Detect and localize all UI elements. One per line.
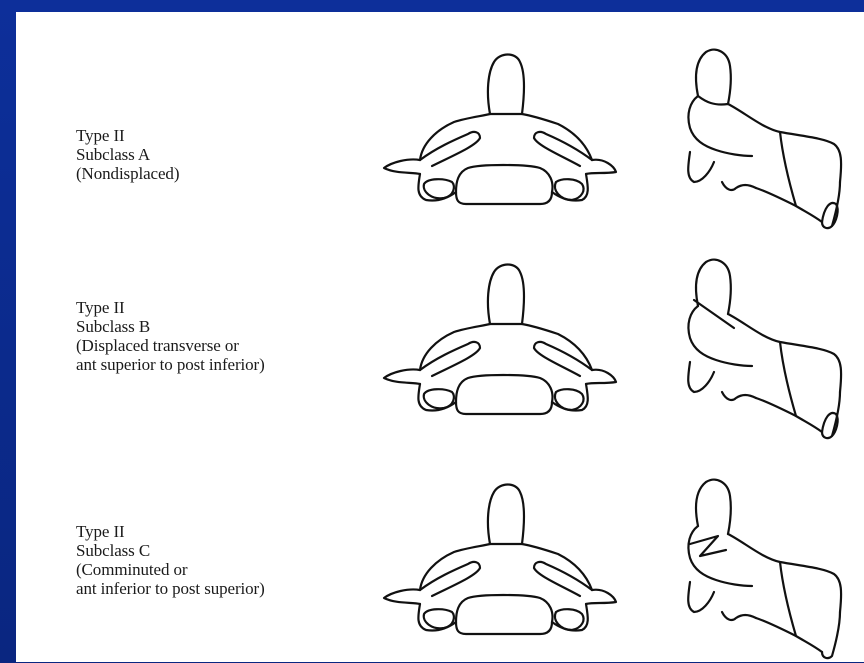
description-line-1: (Comminuted or <box>76 560 265 579</box>
type-label: Type II <box>76 522 265 541</box>
type-label: Type II <box>76 298 265 317</box>
row-subclass-b: Type II Subclass B (Displaced transverse… <box>16 242 864 442</box>
subclass-label: Subclass B <box>76 317 265 336</box>
diagram-panel: Type II Subclass A (Nondisplaced) <box>16 12 864 662</box>
axis-vertebra-front-view <box>356 462 616 662</box>
comminuted-fracture-lines <box>690 536 726 556</box>
row-subclass-c: Type II Subclass C (Comminuted or ant in… <box>16 462 864 662</box>
axis-vertebra-side-view <box>656 32 856 232</box>
row-label: Type II Subclass B (Displaced transverse… <box>76 298 265 374</box>
description-line-2: ant inferior to post superior) <box>76 579 265 598</box>
description-line-2: ant superior to post inferior) <box>76 355 265 374</box>
axis-vertebra-side-view <box>656 462 856 662</box>
description-line-1: (Displaced transverse or <box>76 336 265 355</box>
description-line-1: (Nondisplaced) <box>76 164 179 183</box>
subclass-label: Subclass C <box>76 541 265 560</box>
row-label: Type II Subclass A (Nondisplaced) <box>76 126 179 183</box>
type-label: Type II <box>76 126 179 145</box>
row-subclass-a: Type II Subclass A (Nondisplaced) <box>16 32 864 232</box>
subclass-label: Subclass A <box>76 145 179 164</box>
axis-vertebra-side-view <box>656 242 856 442</box>
row-label: Type II Subclass C (Comminuted or ant in… <box>76 522 265 598</box>
axis-vertebra-front-view <box>356 32 616 232</box>
axis-vertebra-front-view <box>356 242 616 442</box>
